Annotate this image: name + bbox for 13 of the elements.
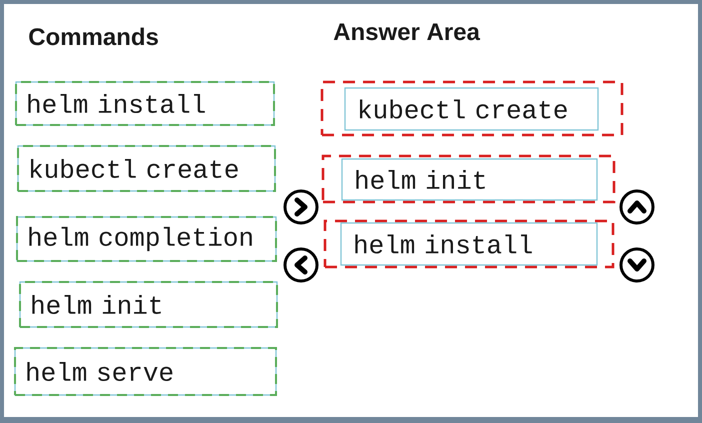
command-box: helm serve	[14, 347, 277, 396]
drop-zone	[320, 80, 624, 136]
drop-zone	[324, 220, 614, 268]
command-box: helm install	[340, 222, 598, 266]
command-box: kubectl create	[344, 87, 599, 131]
command-box: helm install	[15, 81, 275, 126]
command-box: helm completion	[16, 216, 277, 262]
heading: Answer Area	[334, 23, 480, 40]
command-box: kubectl create	[17, 145, 276, 192]
command-box: helm init	[19, 281, 278, 328]
heading: Commands	[29, 28, 158, 46]
command-box: helm init	[341, 158, 598, 201]
drop-zone	[322, 154, 616, 204]
